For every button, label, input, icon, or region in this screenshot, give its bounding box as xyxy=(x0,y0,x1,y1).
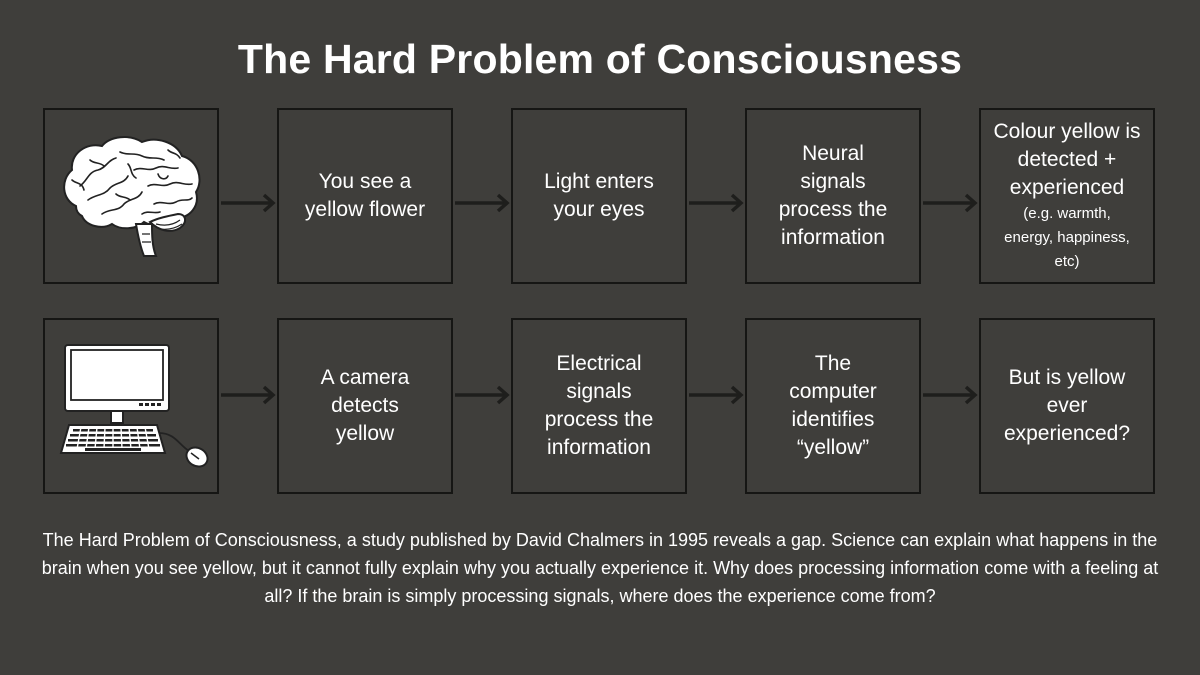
step-text: But is yellow ever experienced? xyxy=(1003,366,1131,445)
step-box-light-enters: Light enters your eyes xyxy=(511,108,687,284)
arrow-icon xyxy=(689,385,744,405)
step-text: Electrical signals process the informati… xyxy=(544,352,654,459)
arrow-icon xyxy=(455,385,510,405)
page-title: The Hard Problem of Consciousness xyxy=(237,36,963,82)
computer-icon xyxy=(59,344,209,468)
step-text: You see a yellow flower xyxy=(304,170,426,221)
step-text: Neural signals process the information xyxy=(778,142,888,249)
step-box-ever-experienced: But is yellow ever experienced? xyxy=(979,318,1155,494)
step-text: Light enters your eyes xyxy=(544,170,654,221)
arrow-icon xyxy=(221,193,276,213)
step-box-neural-signals: Neural signals process the information xyxy=(745,108,921,284)
step-box-camera-detects: A camera detects yellow xyxy=(277,318,453,494)
step-note: (e.g. warmth, energy, happiness, etc) xyxy=(1004,205,1130,270)
arrow-icon xyxy=(923,385,978,405)
step-text: The computer identifies “yellow” xyxy=(789,352,877,459)
brain-icon xyxy=(63,136,201,257)
step-text: Colour yellow is detected + experienced xyxy=(993,120,1141,199)
step-box-electrical-signals: Electrical signals process the informati… xyxy=(511,318,687,494)
step-box-see-flower: You see a yellow flower xyxy=(277,108,453,284)
arrow-icon xyxy=(455,193,510,213)
arrow-icon xyxy=(221,385,276,405)
arrow-icon xyxy=(689,193,744,213)
step-text: A camera detects yellow xyxy=(320,366,410,445)
step-box-colour-experienced: Colour yellow is detected + experienced … xyxy=(979,108,1155,284)
caption-paragraph: The Hard Problem of Consciousness, a stu… xyxy=(41,530,1159,606)
computer-box xyxy=(43,318,219,494)
brain-box xyxy=(43,108,219,284)
step-box-computer-identifies: The computer identifies “yellow” xyxy=(745,318,921,494)
arrow-icon xyxy=(923,193,978,213)
